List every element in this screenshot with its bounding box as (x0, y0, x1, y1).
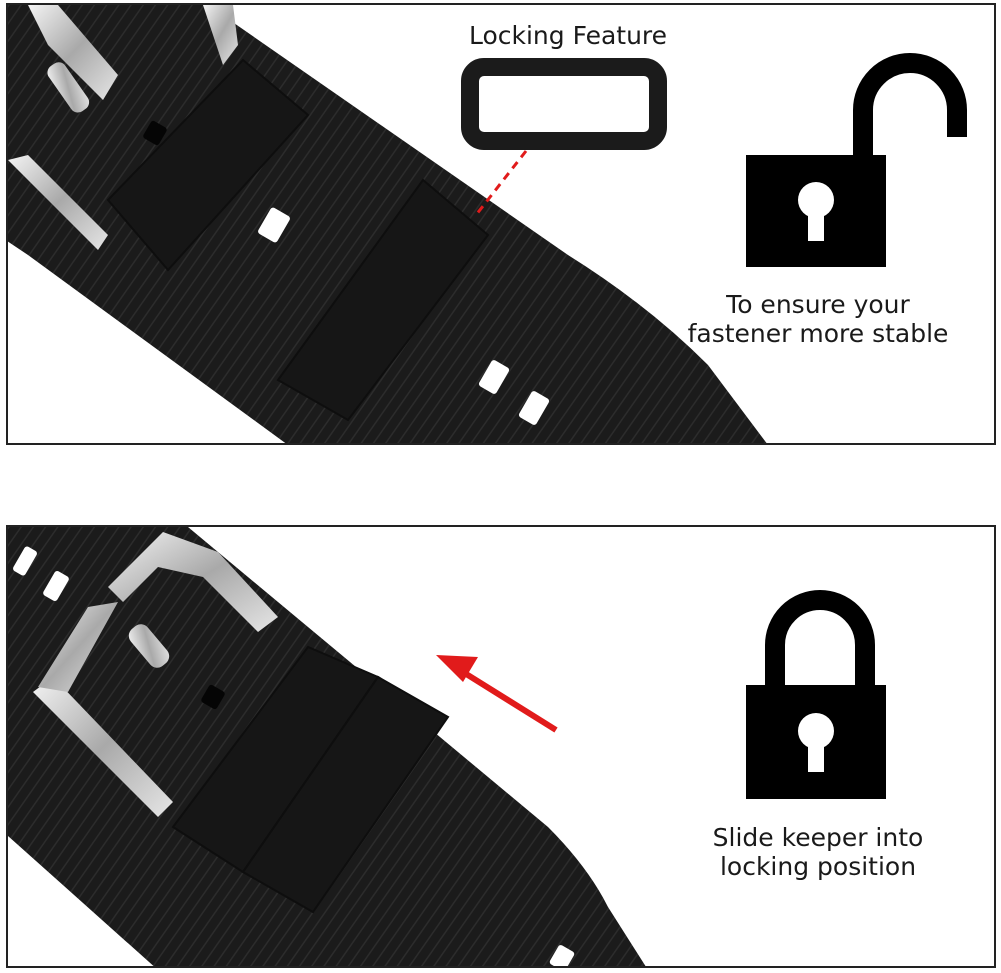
strap-hole (478, 360, 510, 394)
strap-keeper (241, 675, 450, 914)
strap-hole (258, 207, 290, 243)
keeper-ring-icon (461, 58, 667, 150)
strap-hole (518, 391, 550, 425)
strap-hole (549, 945, 575, 966)
locked-padlock-icon (746, 590, 886, 799)
bottom-caption-line2: locking position (719, 852, 917, 881)
locking-feature-label: Locking Feature (468, 21, 668, 50)
bottom-caption-line1: Slide keeper into (712, 823, 924, 852)
arrow-icon (436, 655, 558, 733)
top-strap-illustration (8, 5, 967, 443)
strap-hole (13, 546, 37, 576)
buckle (33, 532, 278, 817)
bottom-strap-illustration (8, 527, 886, 966)
unlocked-padlock-icon (746, 53, 967, 267)
buckle (8, 5, 238, 250)
strap-hole (43, 570, 69, 602)
strap-keeper (106, 58, 310, 272)
bottom-panel: Slide keeper into locking position (6, 525, 996, 968)
strap-keeper (276, 178, 490, 422)
bottom-caption: Slide keeper into locking position (663, 823, 973, 881)
top-caption-line1: To ensure your (726, 290, 910, 319)
top-caption-line2: fastener more stable (687, 319, 949, 348)
top-panel: Locking Feature To ensure your fastener … (6, 3, 996, 445)
top-caption: To ensure your fastener more stable (668, 290, 968, 348)
